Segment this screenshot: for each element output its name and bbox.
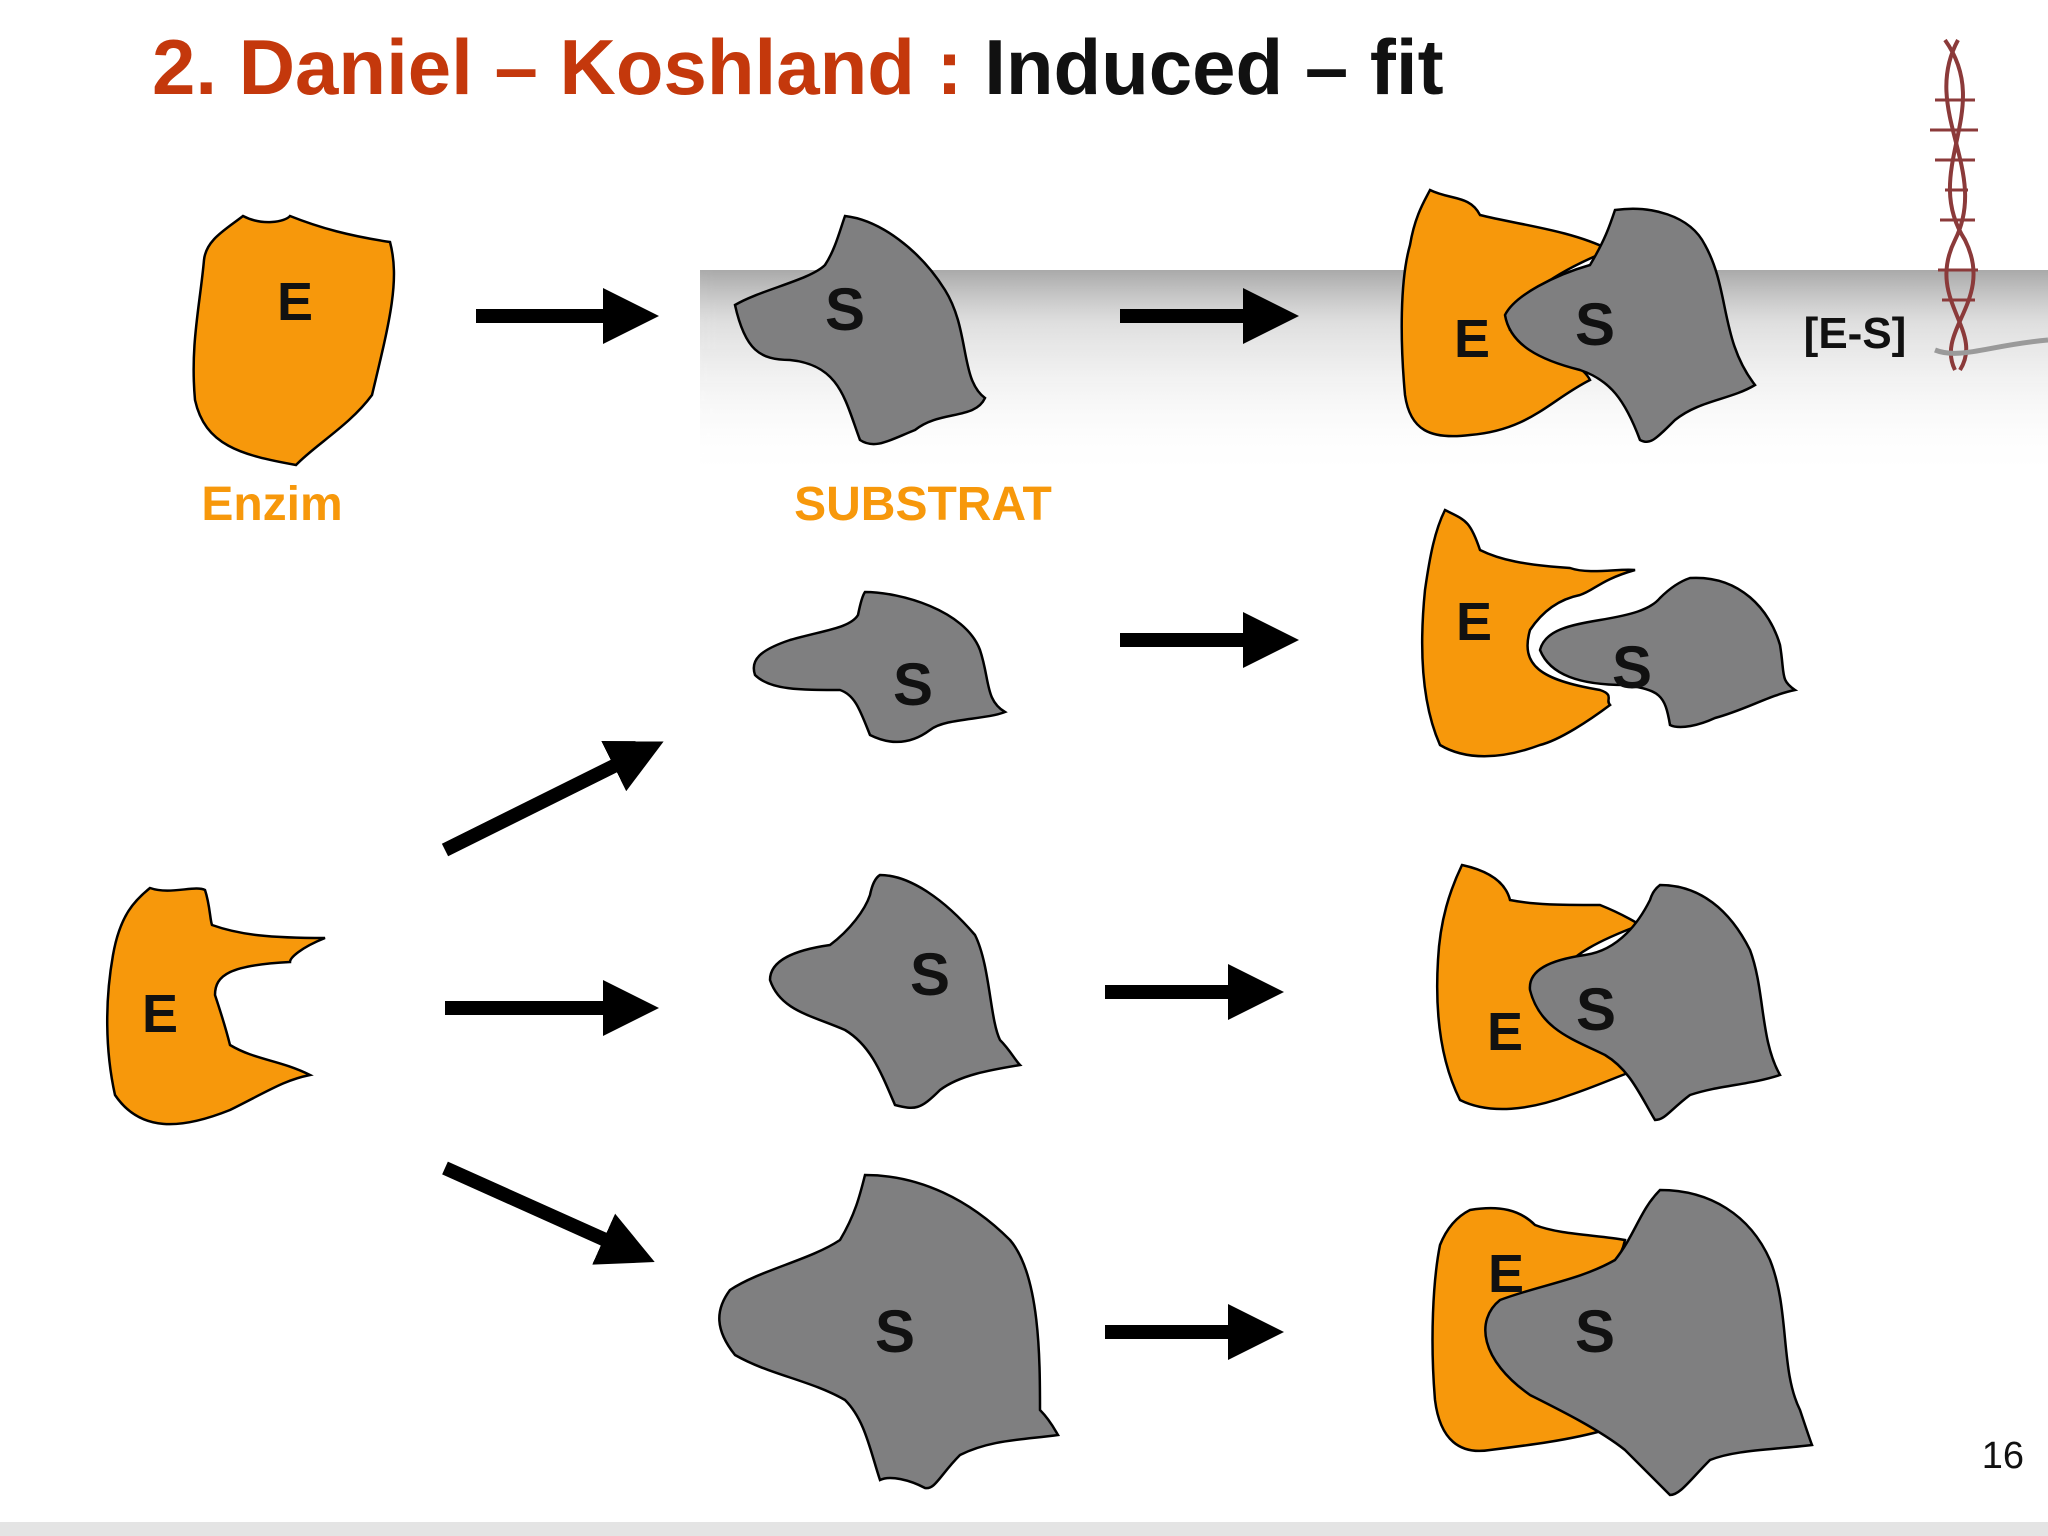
slide-number: 16 bbox=[1981, 1435, 2024, 1477]
substrate-large: S bbox=[718, 1173, 1061, 1490]
complex-label: [E-S] bbox=[1804, 309, 1907, 358]
substrate-small: S bbox=[752, 590, 1008, 744]
substrate-small-label: S bbox=[893, 651, 933, 718]
substrate-medium: S bbox=[768, 873, 1023, 1109]
enzyme-caption: Enzim bbox=[201, 478, 342, 531]
substrate-label: S bbox=[825, 276, 865, 343]
complex-2-substrate-label: S bbox=[1612, 634, 1652, 701]
substrate-large-label: S bbox=[875, 1298, 915, 1365]
complex-3: E S bbox=[1435, 863, 1782, 1122]
complex-substrate-label: S bbox=[1575, 291, 1615, 358]
enzyme-label: E bbox=[277, 272, 313, 332]
complex-4-substrate-label: S bbox=[1575, 1298, 1615, 1365]
substrate-caption: SUBSTRAT bbox=[794, 478, 1052, 531]
complex-3-substrate-label: S bbox=[1576, 976, 1616, 1043]
complex-2: E S bbox=[1420, 508, 1799, 758]
pocket-enzyme-label: E bbox=[142, 984, 178, 1044]
arrow-down bbox=[442, 1161, 655, 1265]
complex-2-enzyme-label: E bbox=[1456, 592, 1492, 652]
free-enzyme: E bbox=[192, 214, 396, 467]
complex-4: E S bbox=[1431, 1188, 1814, 1497]
enzyme-shape bbox=[192, 214, 396, 467]
complex-1: E S bbox=[1400, 188, 1757, 444]
substrate-1: S bbox=[733, 214, 987, 446]
slide-title: 2. Daniel – Koshland : Induced – fit bbox=[152, 22, 1444, 113]
complex-3-enzyme-label: E bbox=[1487, 1002, 1523, 1062]
complex-4-enzyme-label: E bbox=[1488, 1244, 1524, 1304]
bottom-bar bbox=[0, 1522, 2048, 1536]
complex-enzyme-label: E bbox=[1454, 309, 1490, 369]
pocket-enzyme: E bbox=[106, 886, 326, 1126]
arrow-up bbox=[441, 741, 664, 857]
title-part-2: Induced – fit bbox=[984, 23, 1444, 111]
substrate-medium-label: S bbox=[910, 941, 950, 1008]
dna-helix-icon bbox=[1930, 38, 2048, 372]
title-part-1: 2. Daniel – Koshland : bbox=[152, 23, 985, 111]
